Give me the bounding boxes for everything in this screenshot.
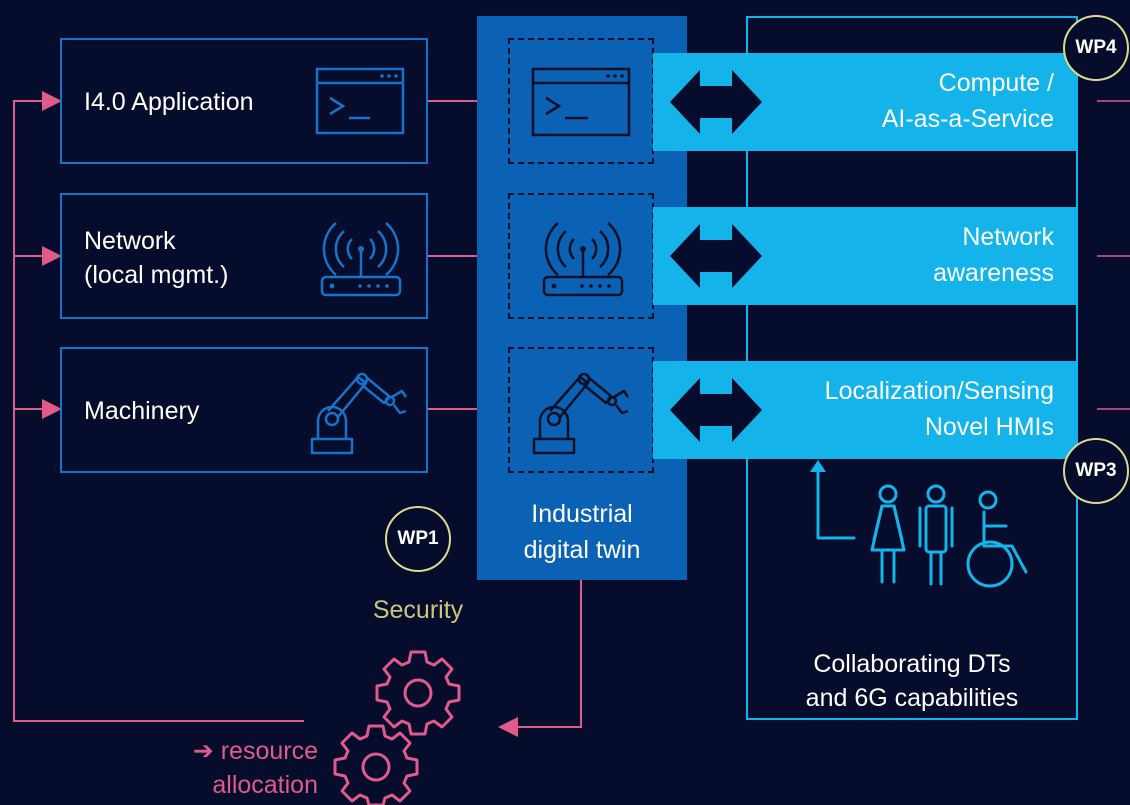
double-arrow-icon [670, 70, 762, 134]
resource-label: resource [220, 737, 318, 765]
wp3-badge: WP3 [1063, 438, 1129, 504]
machinery-box: Machinery [60, 347, 428, 473]
twin-app-slot [508, 38, 654, 164]
twin-label-line2: digital twin [523, 536, 641, 564]
twin-network-slot [508, 193, 654, 319]
band-compute-line2: AI-as-a-Service [881, 105, 1054, 133]
terminal-window-icon [315, 67, 405, 135]
machinery-label: Machinery [84, 397, 200, 425]
double-arrow-icon [670, 224, 762, 288]
right-panel-label-line2: and 6G capabilities [805, 684, 1019, 712]
resource-allocation-line2: allocation [212, 771, 318, 799]
network-box: Network (local mgmt.) [60, 193, 428, 319]
wp4-badge: WP4 [1063, 15, 1129, 81]
network-label-line1: Network [84, 227, 176, 255]
right-arrow-icon: ➔ [192, 737, 214, 765]
band-compute-line1: Compute / [938, 69, 1054, 97]
people-accessibility-icon [810, 460, 1028, 588]
feedback-line [13, 91, 304, 722]
security-label: Security [372, 596, 464, 624]
terminal-window-icon [531, 67, 631, 137]
double-arrow-icon [670, 378, 762, 442]
band-localization-line2: Novel HMIs [924, 413, 1054, 441]
gears-icon [333, 650, 461, 805]
wifi-router-icon [320, 222, 402, 297]
network-label-line2: (local mgmt.) [84, 261, 229, 289]
wifi-router-icon [542, 222, 624, 297]
robot-arm-icon [310, 372, 408, 455]
i40-application-box: I4.0 Application [60, 38, 428, 164]
robot-arm-icon [532, 372, 630, 455]
wp1-badge: WP1 [385, 506, 451, 572]
twin-machinery-slot [508, 347, 654, 473]
band-localization-line1: Localization/Sensing [824, 377, 1054, 405]
band-network-line1: Network [962, 223, 1054, 251]
resource-allocation-line1: ➔ resource [160, 735, 318, 768]
twin-label-line1: Industrial [531, 500, 633, 528]
band-network-awareness: Network awareness [653, 207, 1078, 305]
i40-application-label: I4.0 Application [84, 88, 254, 116]
band-network-line2: awareness [933, 259, 1054, 287]
band-localization: Localization/Sensing Novel HMIs [653, 361, 1078, 459]
twin-to-resource-line [498, 580, 582, 737]
right-panel-label-line1: Collaborating DTs [813, 650, 1011, 678]
